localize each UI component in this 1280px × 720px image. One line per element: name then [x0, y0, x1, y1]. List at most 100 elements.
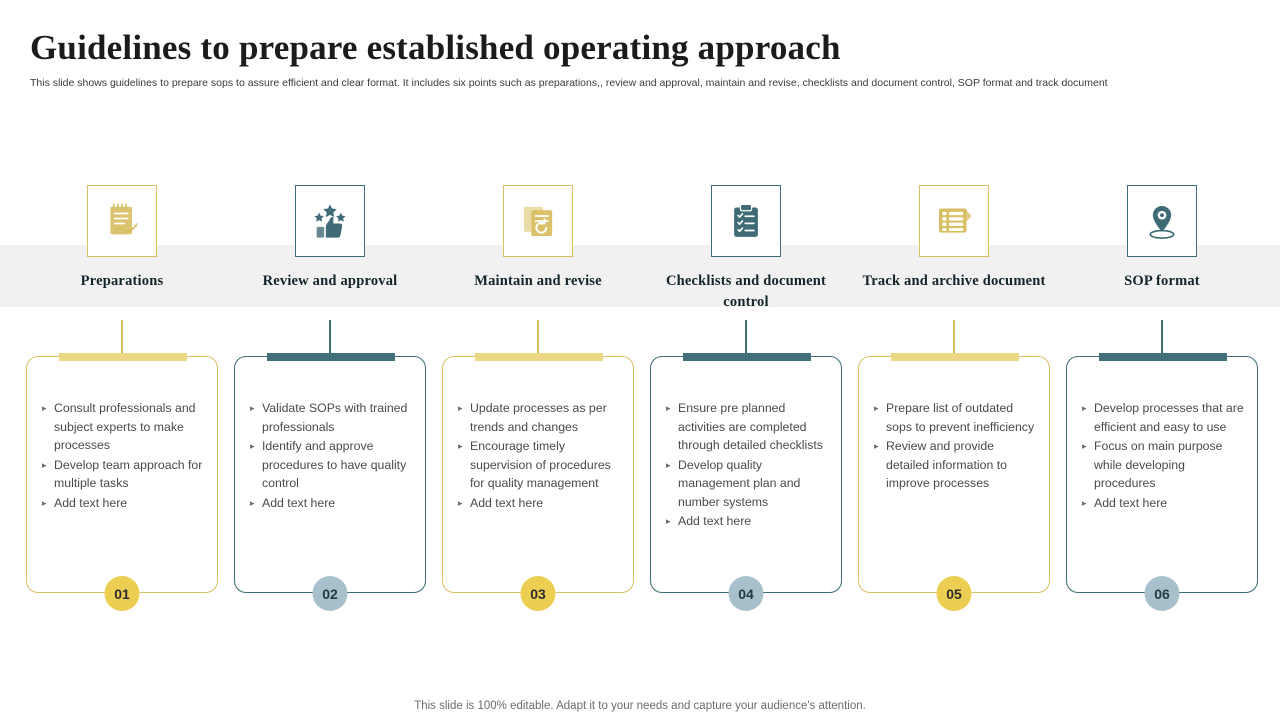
thumbs-up-stars-icon	[309, 201, 351, 241]
page-subtitle: This slide shows guidelines to prepare s…	[30, 77, 1108, 89]
list-item: ▸ Develop team approach for multiple task…	[40, 456, 208, 493]
documents-refresh-icon	[518, 201, 558, 241]
bullet-text: Encourage timely supervision of procedur…	[470, 439, 611, 490]
bullet-text: Add text here	[1094, 495, 1168, 510]
status-badge: 02	[312, 576, 348, 611]
notepad-signature-icon	[102, 201, 142, 241]
card-top-accent-04	[683, 352, 811, 361]
step-label-06: SOP format	[1124, 273, 1200, 289]
list-item: ▸ Validate SOPs with trained professional…	[248, 399, 416, 436]
list-item: ▸ Add text here	[664, 512, 832, 531]
status-badge: 05	[936, 576, 972, 611]
step-label-01: Preparations	[80, 273, 164, 289]
list-item: ▸ Encourage timely supervision of procedu…	[456, 437, 624, 493]
bullet-arrow-icon: ▸	[1082, 497, 1087, 508]
step-card-01[interactable]: ▸ Consult professionals and subject exper…	[26, 352, 218, 611]
connector-line-01	[121, 320, 123, 357]
card-bullet-list-05: ▸Prepare list of outdated sops to preven…	[872, 399, 1040, 494]
label-band	[0, 245, 1280, 307]
bullet-text: Ensure pre planned activities are comple…	[678, 401, 823, 452]
step-card-05[interactable]: ▸Prepare list of outdated sops to preven…	[858, 352, 1050, 611]
bullet-arrow-icon: ▸	[874, 441, 879, 451]
connector-line-06	[1161, 320, 1163, 357]
step-header-05: Track and archive document	[850, 185, 1058, 292]
bullet-arrow-icon: ▸	[250, 403, 255, 413]
step-header-04: Checklists and document control	[642, 185, 850, 313]
step-header-01: Preparations	[18, 185, 226, 292]
list-document-icon	[933, 201, 975, 241]
connector-line-02	[329, 320, 331, 357]
list-item: ▸Review and provide detailed information…	[872, 437, 1040, 493]
list-item: ▸Develop quality management plan and num…	[664, 456, 832, 512]
bullet-arrow-icon: ▸	[1082, 441, 1087, 451]
clipboard-checklist-icon	[727, 200, 765, 242]
step-icon-box-02[interactable]	[295, 185, 365, 257]
list-item: ▸ Add text here	[1080, 494, 1248, 513]
bullet-arrow-icon: ▸	[458, 403, 463, 413]
card-top-accent-02	[267, 352, 395, 361]
bullet-text: Develop quality management plan and numb…	[678, 457, 801, 509]
card-bullet-list-01: ▸ Consult professionals and subject exper…	[40, 399, 208, 513]
card-top-accent-03	[475, 352, 603, 361]
status-badge: 06	[1144, 576, 1180, 611]
step-label-05: Track and archive document	[862, 273, 1046, 289]
bullet-text: Add text here	[470, 495, 544, 510]
bullet-text: Identify and approve procedures to have …	[262, 439, 407, 490]
list-item: ▸ Consult professionals and subject exper…	[40, 399, 208, 455]
list-item: ▸Add text here	[248, 494, 416, 513]
bullet-text: Add text here	[678, 514, 752, 528]
step-icon-box-05[interactable]	[919, 185, 989, 257]
bullet-text: Add text here	[262, 495, 336, 510]
bullet-arrow-icon: ▸	[42, 497, 47, 508]
bullet-arrow-icon: ▸	[42, 403, 47, 413]
step-card-04[interactable]: ▸ Ensure pre planned activities are compl…	[650, 352, 842, 611]
card-top-accent-05	[891, 352, 1019, 361]
step-label-04: Checklists and document control	[665, 273, 827, 310]
bullet-text: Validate SOPs with trained professionals	[262, 401, 408, 434]
status-badge: 04	[728, 576, 764, 611]
step-icon-box-04[interactable]	[711, 185, 781, 257]
step-card-02[interactable]: ▸ Validate SOPs with trained professional…	[234, 352, 426, 611]
card-bullet-list-04: ▸ Ensure pre planned activities are compl…	[664, 399, 832, 532]
step-card-06[interactable]: ▸ Develop processes that are efficient an…	[1066, 352, 1258, 611]
card-top-accent-01	[59, 352, 187, 361]
step-icon-box-01[interactable]	[87, 185, 157, 257]
connector-line-04	[745, 320, 747, 357]
step-header-06: SOP format	[1058, 185, 1266, 292]
step-label-02: Review and approval	[262, 273, 398, 289]
card-bullet-list-06: ▸ Develop processes that are efficient an…	[1080, 399, 1248, 513]
bullet-arrow-icon: ▸	[666, 403, 671, 413]
list-item: ▸ Update processes as per trends and chan…	[456, 399, 624, 436]
bullet-arrow-icon: ▸	[1082, 403, 1087, 413]
location-pin-icon	[1142, 201, 1182, 241]
footer-note: This slide is 100% editable. Adapt it to…	[414, 700, 866, 712]
status-badge: 03	[520, 576, 556, 611]
bullet-text: Develop team approach for multiple tasks	[54, 457, 203, 491]
bullet-arrow-icon: ▸	[42, 459, 47, 470]
step-icon-box-06[interactable]	[1127, 185, 1197, 257]
bullet-arrow-icon: ▸	[874, 403, 879, 413]
step-header-03: Maintain and revise	[434, 185, 642, 292]
step-card-03[interactable]: ▸ Update processes as per trends and chan…	[442, 352, 634, 611]
bullet-arrow-icon: ▸	[250, 441, 255, 451]
card-top-accent-06	[1099, 352, 1227, 361]
bullet-text: Develop processes that are efficient and…	[1094, 401, 1244, 434]
bullet-arrow-icon: ▸	[458, 441, 463, 451]
bullet-arrow-icon: ▸	[666, 516, 671, 526]
bullet-text: Update processes as per trends and chang…	[470, 401, 607, 434]
status-badge: 01	[104, 576, 140, 611]
step-label-03: Maintain and revise	[474, 273, 602, 289]
list-item: ▸ Focus on main purpose while developing …	[1080, 437, 1248, 493]
bullet-text: Add text here	[54, 495, 128, 510]
step-icon-box-03[interactable]	[503, 185, 573, 257]
list-item: ▸ Ensure pre planned activities are compl…	[664, 399, 832, 455]
list-item: ▸ Identify and approve procedures to have…	[248, 437, 416, 493]
page-title: Guidelines to prepare established operat…	[30, 28, 841, 67]
connector-line-05	[953, 320, 955, 357]
card-bullet-list-03: ▸ Update processes as per trends and chan…	[456, 399, 624, 513]
step-header-02: Review and approval	[226, 185, 434, 292]
bullet-text: Focus on main purpose while developing p…	[1094, 439, 1223, 490]
bullet-text: Consult professionals and subject expert…	[54, 401, 196, 452]
